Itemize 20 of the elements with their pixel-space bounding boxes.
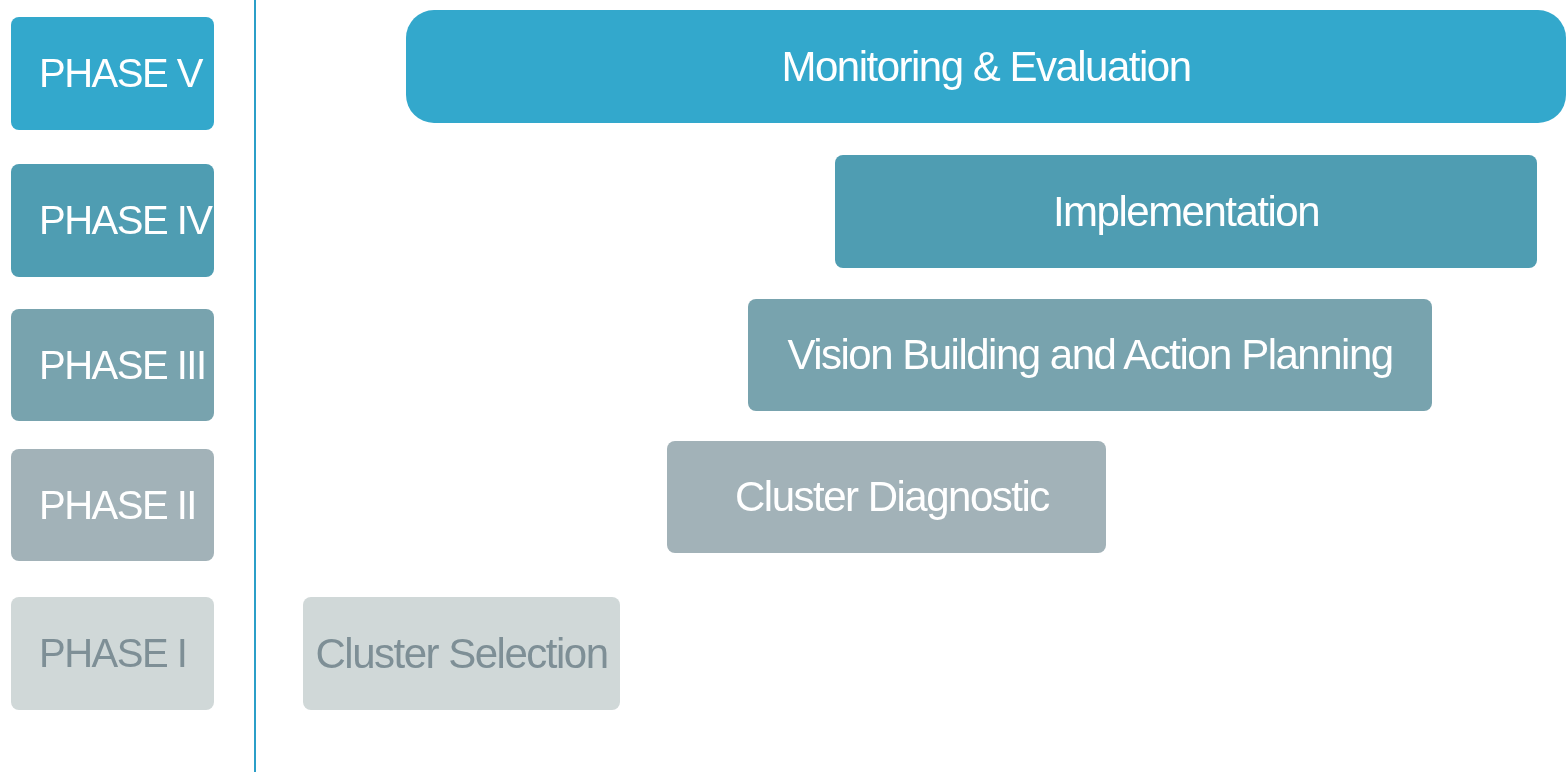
activity-label: Vision Building and Action Planning xyxy=(787,331,1393,379)
activity-label: Implementation xyxy=(1052,187,1320,236)
activity-label: Cluster Selection xyxy=(315,629,608,678)
activity-label: Monitoring & Evaluation xyxy=(781,42,1191,91)
phase-box xyxy=(11,597,214,710)
phase-label: PHASE V xyxy=(39,51,202,96)
phase-box xyxy=(11,164,214,277)
phase-bar xyxy=(406,10,1566,123)
phase-label: PHASE IV xyxy=(39,198,212,243)
phase-label: PHASE III xyxy=(39,342,206,388)
phase-label: PHASE I xyxy=(39,631,187,676)
phase-label: PHASE II xyxy=(39,482,196,528)
phase-bar xyxy=(748,299,1432,411)
phase-box xyxy=(11,449,214,561)
phase-bar xyxy=(835,155,1537,268)
phase-bar xyxy=(667,441,1106,553)
phase-bar xyxy=(303,597,620,710)
activity-label: Cluster Diagnostic xyxy=(735,473,1049,521)
phase-box xyxy=(11,309,214,421)
phase-box xyxy=(11,17,214,130)
